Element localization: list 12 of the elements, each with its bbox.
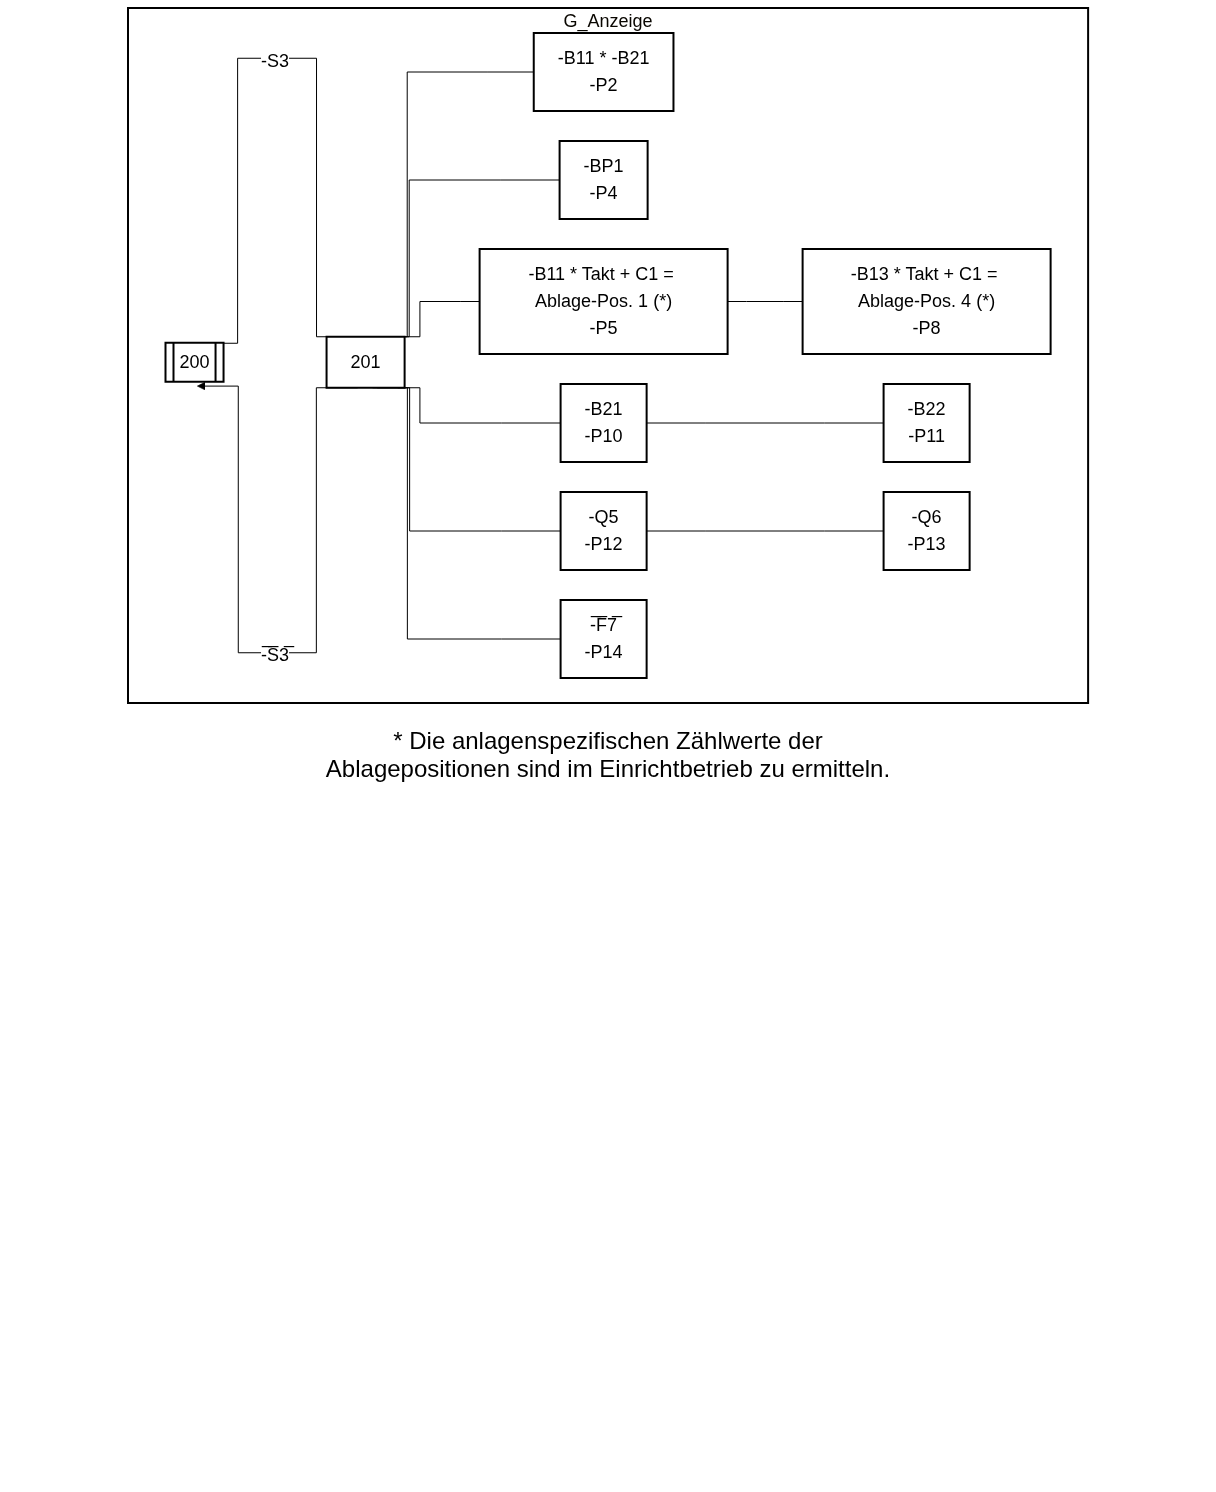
- node-box: 201: [325, 335, 406, 389]
- node-box: -B21 -P10: [559, 383, 648, 463]
- node-box: -B11 * -B21 -P2: [532, 32, 675, 112]
- node-box: -Q5 -P12: [559, 491, 648, 571]
- node-box: -BP1 -P4: [558, 140, 649, 220]
- node-box: -Q6 -P13: [882, 491, 971, 571]
- footnote: * Die anlagenspezifischen Zählwerte der Ablagepositionen sind im Einrichtbetrieb zu ermitteln.: [324, 727, 892, 783]
- edge-label: -S3: [260, 50, 289, 71]
- node-box: -B13 * Takt + C1 = Ablage-Pos. 4 (*) -P8: [801, 248, 1052, 355]
- node-box: -̅F̅7̅ -P14: [559, 599, 648, 679]
- node-box: -B11 * Takt + C1 = Ablage-Pos. 1 (*) -P5: [478, 248, 729, 355]
- node-box: -B22 -P11: [882, 383, 971, 463]
